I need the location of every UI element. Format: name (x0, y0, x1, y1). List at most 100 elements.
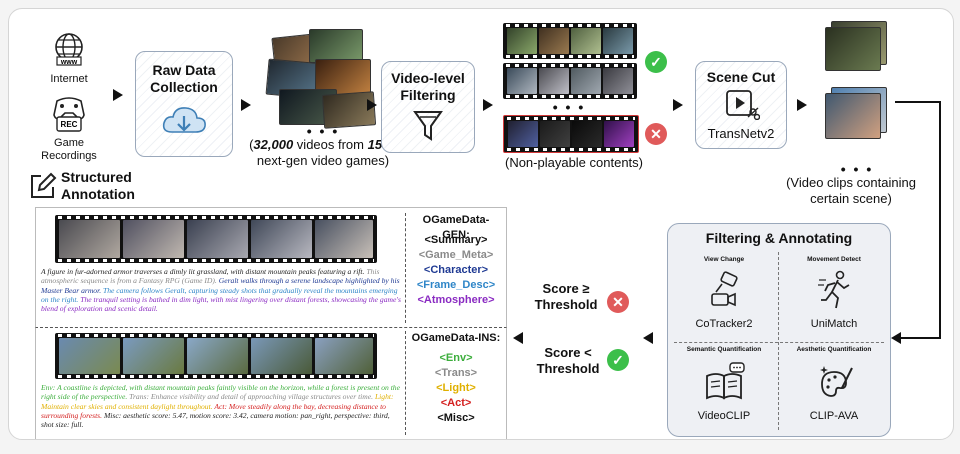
caption-text: videos from (293, 137, 368, 152)
annotation-tag: <Character> (423, 264, 489, 276)
game-recordings-label: Game Recordings (41, 137, 97, 162)
cell-label: CLIP-AVA (809, 410, 859, 422)
cell-heading: View Change (703, 256, 745, 263)
annotation-tag: <Frame_Desc> (416, 279, 496, 291)
arrow-right-1 (113, 89, 123, 101)
ellipsis: • • • (552, 99, 586, 115)
gen-title: OGameData-GEN: (422, 214, 490, 241)
cross-icon: ✕ (645, 123, 667, 145)
pipeline-diagram: { "sources": {"internet": "Internet", "g… (8, 8, 954, 440)
annotation-segment: Trans: Enhance visibility and detail of … (129, 392, 375, 402)
arrow-right-5 (673, 99, 683, 111)
divider (778, 252, 779, 430)
playable-film-strip (503, 63, 637, 99)
non-playable-film-strip (503, 115, 639, 153)
annotation-segment: This atmospheric sequence is from a Fant… (41, 267, 380, 286)
ellipsis: • • • (840, 161, 874, 177)
structured-annotation-title: Structured Annotation (61, 169, 135, 202)
svg-text:www: www (60, 59, 78, 66)
annotation-tag: <Game_Meta> (418, 249, 494, 261)
annotation-tag: <Env> (439, 352, 473, 364)
raw-data-collection-box: Raw Data Collection (135, 51, 233, 157)
annotation-tag: <Trans> (434, 367, 478, 379)
caption-text: ( (249, 137, 254, 152)
running-person-icon (818, 270, 852, 310)
video-clip (825, 27, 881, 71)
annotation-tag: <Light> (436, 382, 476, 394)
video-level-filtering-title: Video-level Filtering (391, 70, 465, 103)
ins-annotation-text: Env: A coastline is depicted, with dista… (41, 383, 401, 429)
video-level-filtering-box: Video-level Filtering (381, 61, 475, 153)
filter-cell-view-change: View Change CoTracker2 (672, 256, 776, 340)
annotation-segment: A figure in fur-adorned armor traverses … (41, 267, 367, 276)
connector-line (939, 101, 941, 339)
scene-cut-title: Scene Cut (706, 69, 776, 85)
ellipsis: • • • (306, 123, 340, 139)
arrow-right-3 (367, 99, 377, 111)
play-scissors-icon (724, 88, 761, 121)
arrow-left-from-filter (643, 332, 653, 344)
svg-text:REC: REC (61, 120, 78, 129)
annotation-segment: Env: A coastline is depicted, with dista… (41, 383, 400, 402)
video-thumbnail (309, 29, 363, 63)
video-clip (825, 93, 881, 139)
annotation-segment: Act: Move steadily along the bay, decrea… (41, 401, 386, 420)
gen-tag-list: <Summary> <Game_Meta> <Character> <Frame_De… (409, 233, 503, 308)
non-playable-caption: (Non-playable contents) (504, 155, 644, 170)
arrow-left-to-annotation (513, 332, 523, 344)
arrow-left-connector (891, 332, 901, 344)
caption-text: next-gen video games) (256, 153, 390, 168)
gen-annotation-text: A figure in fur-adorned armor traverses … (41, 267, 401, 313)
annotation-tag: <Act> (440, 397, 472, 409)
annotation-segment: The camera follows Geralt, capturing ste… (41, 285, 398, 304)
divider (674, 342, 884, 343)
cell-label: CoTracker2 (695, 318, 753, 330)
annotation-segment: The tranquil setting is bathed in dim li… (41, 294, 401, 314)
camera-tracking-icon (708, 270, 742, 308)
pen-square-icon (27, 171, 57, 201)
cross-icon: ✕ (607, 291, 629, 313)
cell-heading: Aesthetic Quantification (796, 346, 872, 353)
transnetv2-label: TransNetv2 (707, 126, 775, 141)
annotation-segment: Misc: aesthetic score: 5.47, motion scor… (41, 410, 390, 430)
video-count-caption: (32,000 videos from 150+ next-gen video … (245, 137, 401, 169)
raw-data-collection-title: Raw Data Collection (150, 62, 218, 95)
annotation-tag: <Misc> (437, 412, 475, 424)
arrow-right-2 (241, 99, 251, 111)
video-count: 32,000 (253, 137, 294, 152)
arrow-right-6 (797, 99, 807, 111)
ins-tag-list: <Env> <Trans> <Light> <Act> <Misc> (409, 351, 503, 426)
clips-caption: (Video clips containing certain scene) (786, 175, 916, 206)
cell-label: UniMatch (810, 318, 858, 330)
score-high-label: Score ≥ Threshold (531, 281, 601, 313)
cell-heading: Movement Detect (807, 256, 861, 263)
score-low-line2: Threshold (536, 361, 600, 376)
filter-cell-semantic: Semantic Quantification VideoCLIP (672, 346, 776, 430)
gamepad-rec-icon: REC (51, 93, 87, 133)
ins-film-strip (55, 333, 377, 379)
scene-cut-box: Scene Cut TransNetv2 (695, 61, 787, 149)
globe-icon: www (49, 31, 89, 67)
ins-title: OGameData-INS: (411, 332, 501, 344)
check-icon: ✓ (607, 349, 629, 371)
connector-line (895, 101, 941, 103)
score-low-label: Score < Threshold (533, 345, 603, 377)
annotation-segment: Light: Maintain clear skies and consiste… (41, 392, 394, 411)
filtering-annotating-title: Filtering & Annotating (705, 230, 853, 246)
score-low-line1: Score < (544, 345, 592, 360)
funnel-icon (412, 108, 444, 144)
cloud-download-icon (160, 102, 208, 142)
divider (405, 213, 406, 323)
cell-label: VideoCLIP (697, 410, 751, 422)
divider (405, 331, 406, 435)
filter-cell-aesthetic: Aesthetic Quantification CLIP-AVA (782, 346, 886, 430)
annotation-tag: <Atmosphere> (417, 294, 495, 306)
score-high-line1: Score ≥ (542, 281, 590, 296)
cell-heading: Semantic Quantification (686, 346, 762, 353)
internet-label: Internet (50, 73, 88, 85)
playable-film-strip (503, 23, 637, 59)
arrow-right-4 (483, 99, 493, 111)
book-chat-icon (704, 362, 746, 402)
annotation-tag: <Summary> (424, 234, 488, 246)
gen-film-strip (55, 215, 377, 263)
